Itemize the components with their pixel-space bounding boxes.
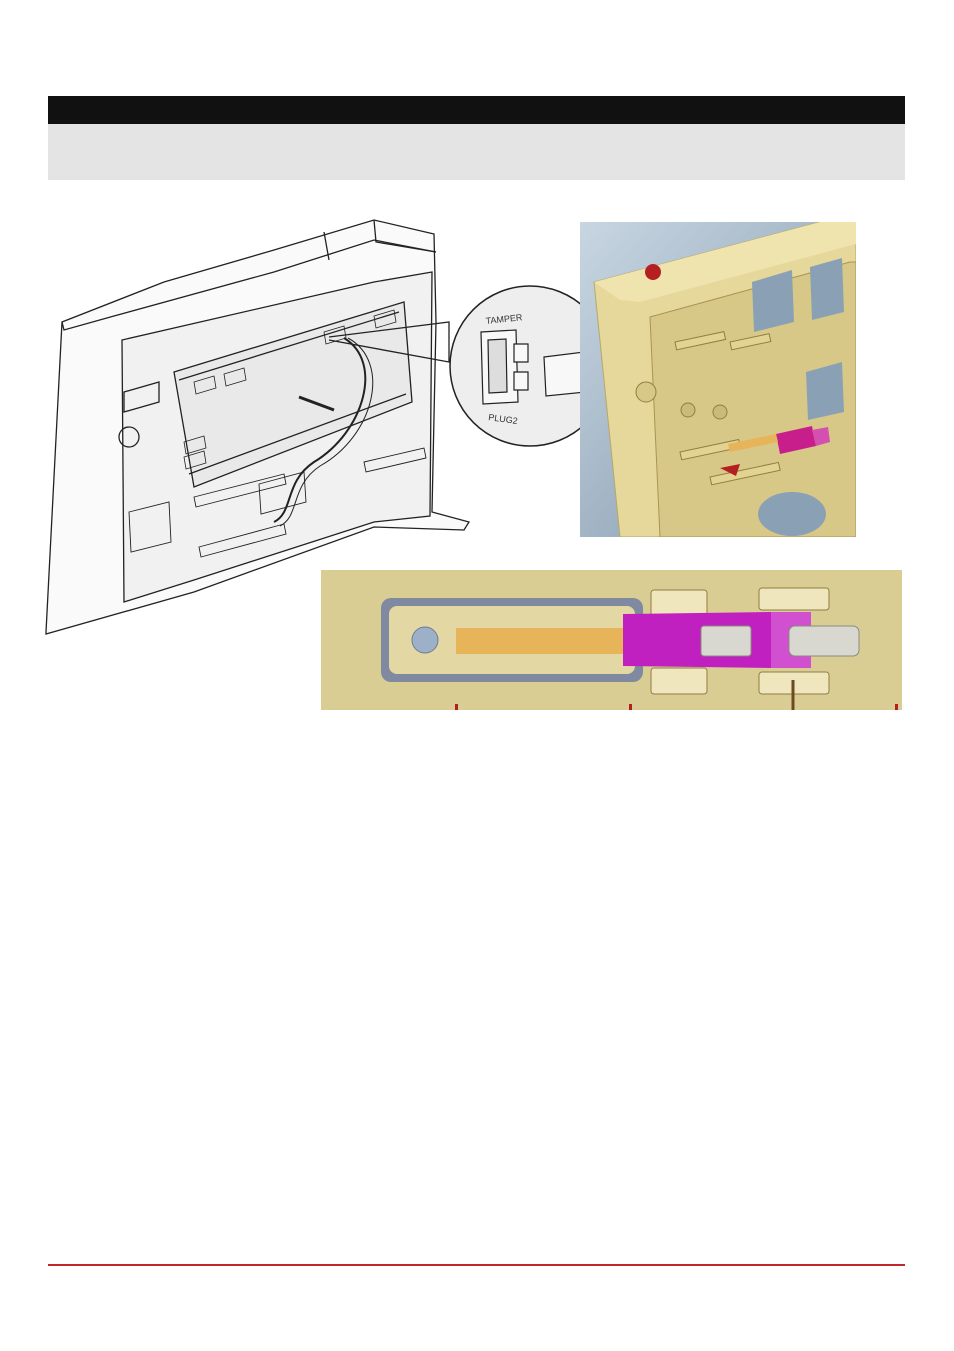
panel-installation-drawing [44,212,474,642]
callout-magnifier: TAMPER PLUG2 [446,282,616,452]
header-bar [48,96,905,124]
tamper-label: TAMPER [485,312,523,326]
plug2-label: PLUG2 [488,412,519,426]
footer-rule [48,1264,905,1266]
housing-3d-render [580,222,856,537]
header-band [48,124,905,180]
tamper-switch-detail [321,570,902,710]
